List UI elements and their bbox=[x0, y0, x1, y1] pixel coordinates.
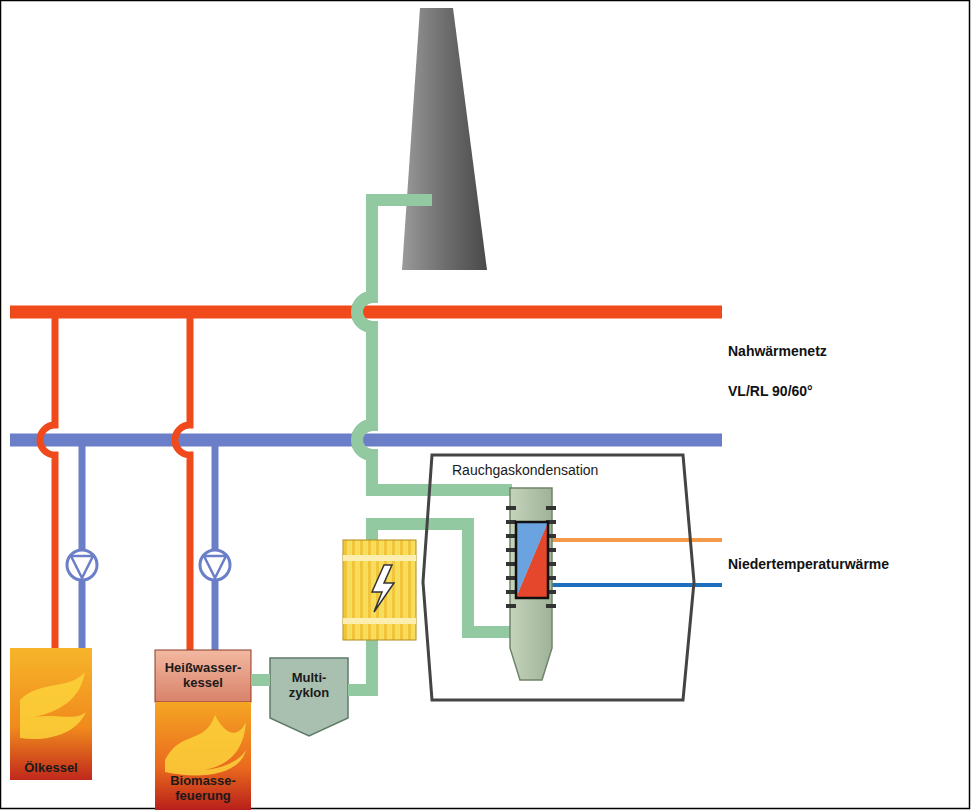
pipe-label: Niedertemperaturwärme bbox=[728, 556, 889, 572]
low-temp-return bbox=[552, 583, 722, 587]
flue-gas-crossing bbox=[357, 297, 372, 455]
flame-symbol bbox=[165, 715, 246, 776]
multicyclone: Multi- zyklon bbox=[270, 658, 348, 722]
node-label: Heißwasser- kessel bbox=[157, 661, 249, 691]
flue-gas-inlet bbox=[428, 524, 512, 632]
hot-water-boiler: Heißwasser- kessel bbox=[155, 650, 251, 702]
oil-boiler: Ölkessel bbox=[10, 648, 92, 780]
chimney bbox=[402, 8, 487, 270]
pump-symbol bbox=[67, 550, 97, 580]
pipe-label: Nahwärmenetz bbox=[728, 343, 827, 359]
supply-line bbox=[10, 306, 722, 319]
enclosure-outline bbox=[420, 452, 697, 704]
bio-boiler-return bbox=[212, 440, 219, 652]
flue-gas-condensation: Rauchgaskondensation bbox=[420, 452, 697, 704]
node-label: Biomasse- feuerung bbox=[157, 774, 249, 804]
return-line bbox=[10, 434, 722, 447]
oil-boiler-supply bbox=[40, 312, 55, 650]
condenser-column bbox=[510, 488, 552, 680]
node-label: Ölkessel bbox=[12, 761, 90, 776]
node-label: Multi- zyklon bbox=[272, 671, 346, 701]
biomass-furnace-body bbox=[155, 702, 251, 810]
flame-symbol bbox=[20, 672, 86, 739]
unit-heading: Rauchgaskondensation bbox=[452, 462, 697, 478]
multicyclone-body bbox=[270, 658, 348, 736]
electrostatic-filter bbox=[343, 540, 416, 640]
pump-symbol bbox=[200, 550, 230, 580]
biomass-furnace: Biomasse- feuerung bbox=[155, 702, 251, 810]
heat-exchanger-symbol bbox=[516, 522, 548, 598]
oil-boiler-body bbox=[10, 648, 92, 780]
flue-gas-pipe bbox=[251, 674, 270, 686]
hot-water-boiler-body bbox=[155, 650, 251, 702]
low-temp-supply bbox=[552, 538, 722, 542]
condenser-fins bbox=[506, 506, 556, 608]
pipe-label: VL/RL 90/60° bbox=[728, 383, 813, 399]
oil-boiler-return bbox=[79, 440, 86, 650]
bio-boiler-supply bbox=[175, 312, 190, 652]
